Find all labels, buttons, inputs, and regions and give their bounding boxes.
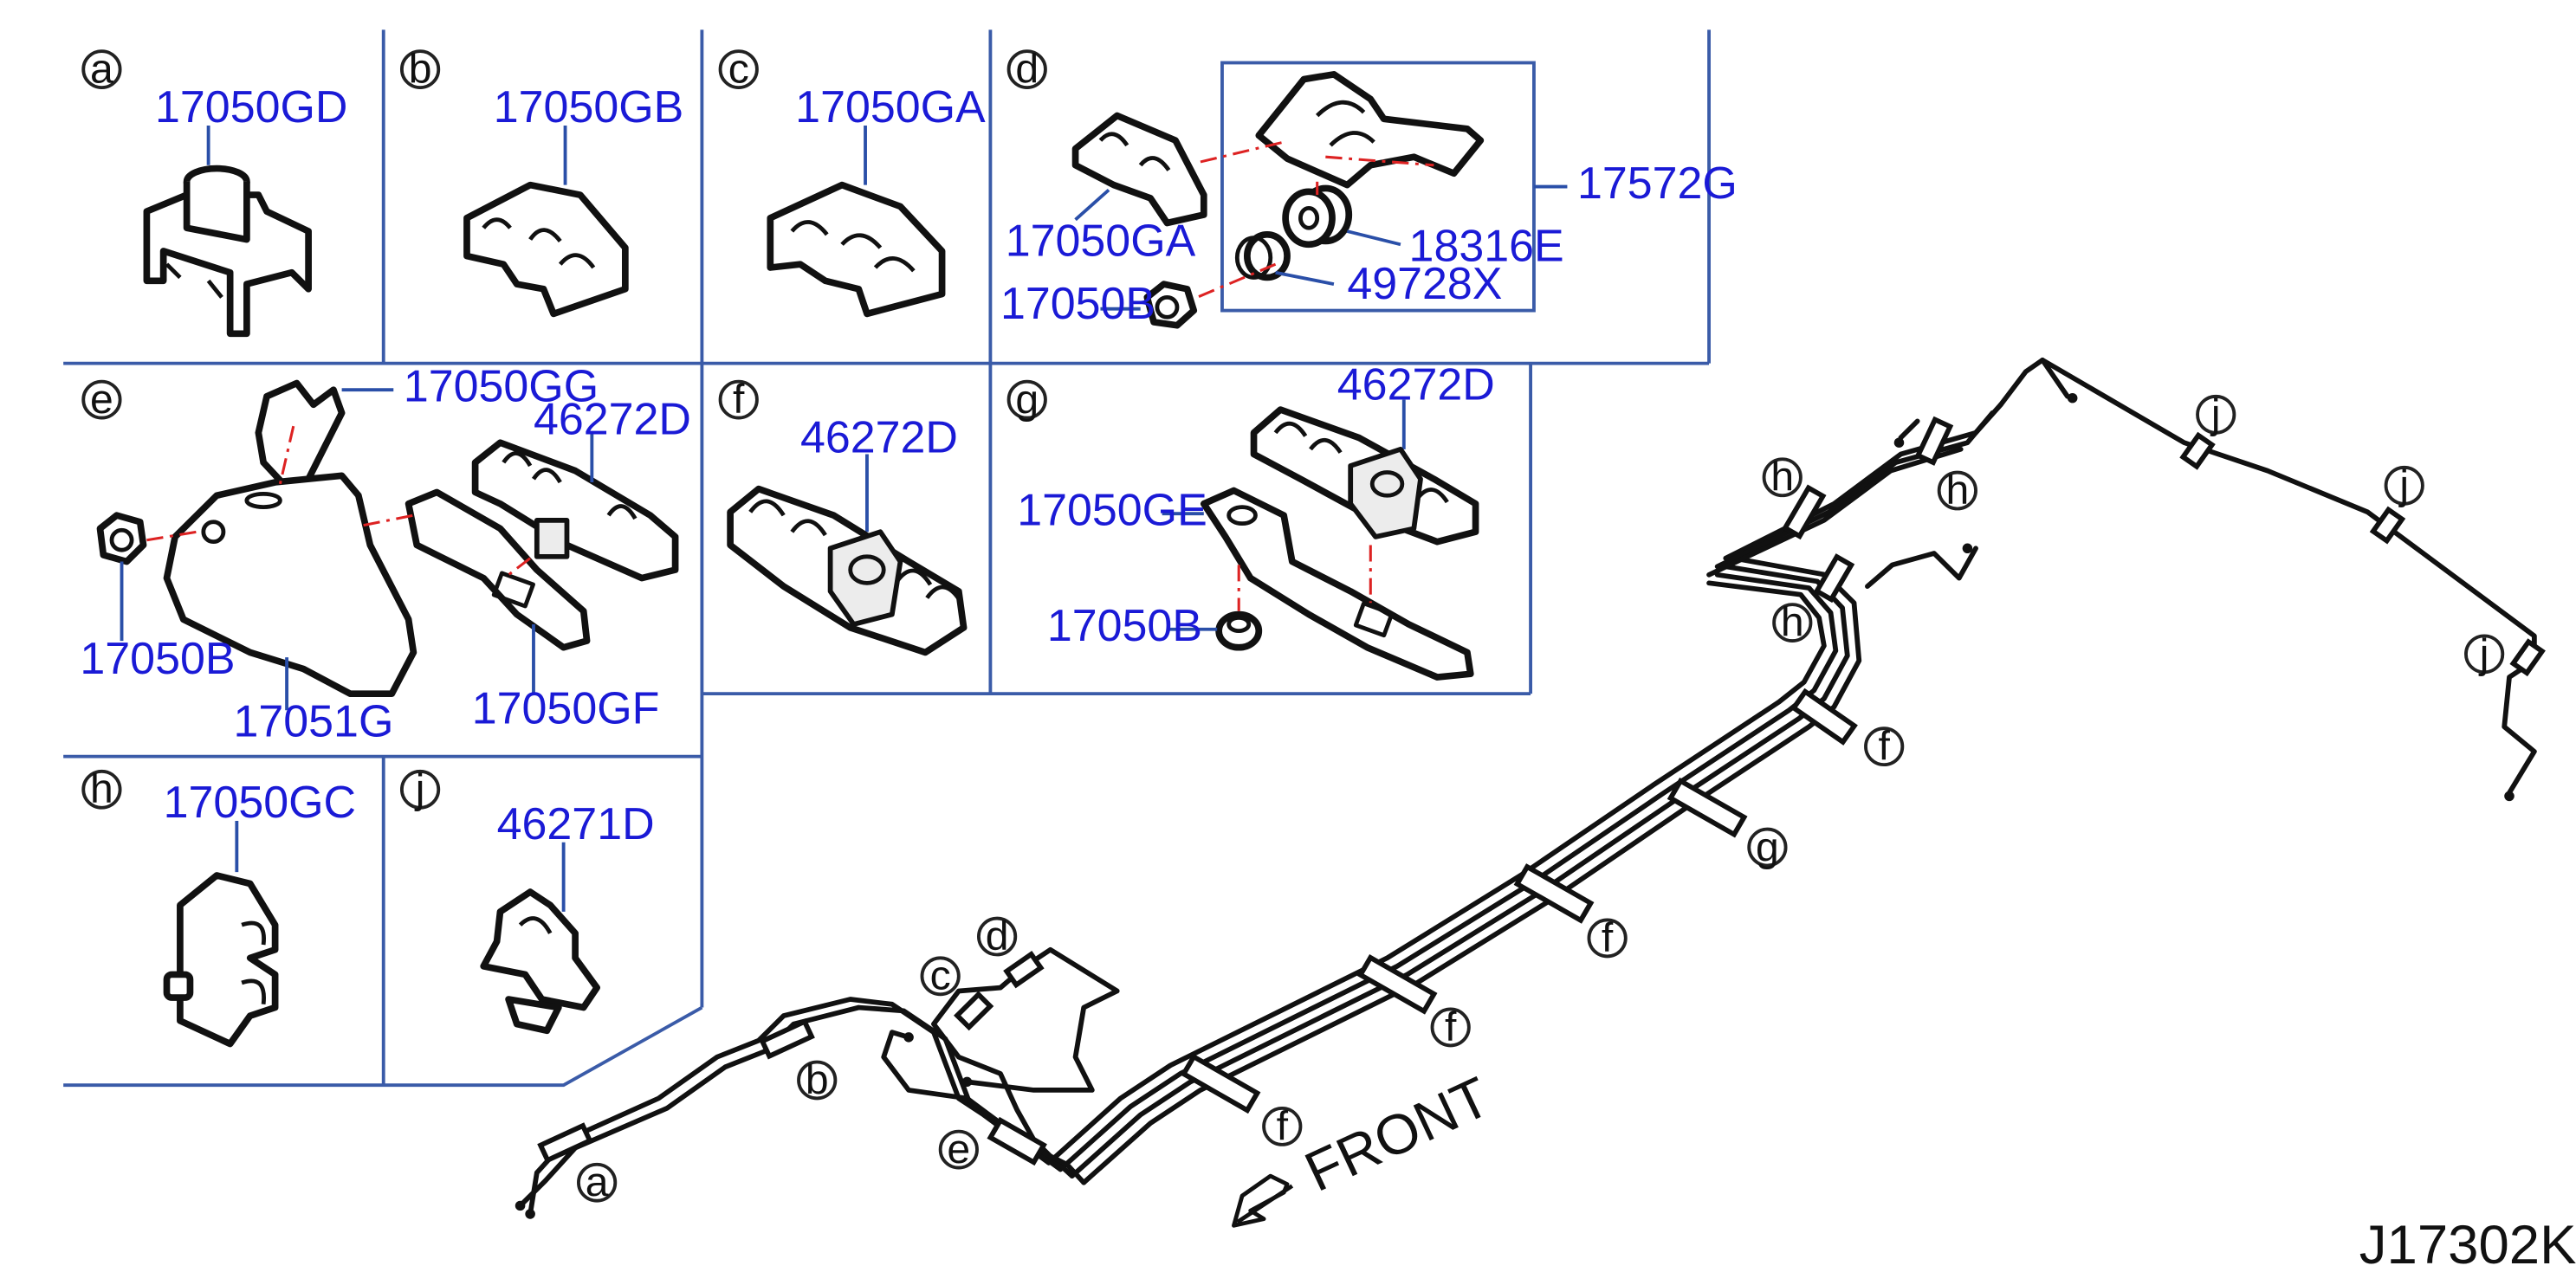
- svg-text:j: j: [2478, 631, 2489, 677]
- callout-j-2: j: [2384, 462, 2424, 508]
- part-label-17050GC: 17050GC: [164, 777, 356, 827]
- callout-e: e: [938, 1127, 979, 1172]
- svg-text:a: a: [90, 47, 113, 93]
- svg-text:j: j: [2398, 462, 2409, 508]
- callout-h-3: h: [1772, 600, 1813, 646]
- svg-text:a: a: [586, 1159, 609, 1205]
- callout-h-2: h: [1937, 468, 1977, 513]
- svg-text:j: j: [414, 766, 425, 812]
- svg-text:h: h: [1770, 455, 1794, 500]
- svg-text:f: f: [733, 377, 745, 423]
- part-17050GA-drawing: [767, 125, 946, 318]
- part-label-17050B-d: 17050B: [1000, 278, 1155, 328]
- svg-text:h: h: [1781, 600, 1804, 646]
- callout-j-1: j: [2196, 391, 2236, 437]
- part-label-46272D-f: 46272D: [800, 412, 958, 462]
- part-17050GD-drawing: [143, 125, 312, 338]
- part-label-17050GG: 17050GG: [404, 361, 599, 411]
- callout-f-4: f: [1864, 724, 1905, 770]
- part-group-d-drawing: [1071, 71, 1568, 329]
- callout-f-3: f: [1587, 915, 1628, 961]
- svg-text:j: j: [2210, 391, 2221, 437]
- panel-letter-d: d: [1006, 47, 1047, 93]
- svg-text:f: f: [1445, 1004, 1457, 1050]
- svg-text:g: g: [1756, 824, 1779, 870]
- part-label-46272D-g: 46272D: [1337, 359, 1495, 410]
- panel-letter-f: f: [718, 377, 759, 423]
- part-17050GC-drawing: [163, 821, 279, 1048]
- part-label-17050GA-c: 17050GA: [795, 81, 986, 132]
- panel-letter-c: c: [718, 47, 759, 93]
- panel-letter-g: g: [1006, 377, 1047, 423]
- part-label-17050B-g: 17050B: [1047, 600, 1202, 650]
- part-label-17572G: 17572G: [1577, 158, 1738, 208]
- callout-c: c: [920, 953, 961, 999]
- part-label-17050GE: 17050GE: [1017, 485, 1207, 535]
- svg-text:f: f: [1602, 915, 1614, 961]
- panel-letter-b: b: [399, 47, 441, 93]
- svg-text:f: f: [1878, 724, 1890, 770]
- part-label-17050GD: 17050GD: [155, 81, 347, 132]
- callout-a: a: [577, 1159, 618, 1205]
- part-label-17050GB: 17050GB: [494, 81, 684, 132]
- svg-text:d: d: [986, 914, 1009, 959]
- callout-d: d: [977, 914, 1018, 959]
- svg-text:h: h: [90, 766, 113, 812]
- svg-text:c: c: [728, 47, 749, 93]
- svg-text:g: g: [1015, 377, 1039, 423]
- part-label-17050GA-d: 17050GA: [1006, 216, 1196, 266]
- part-group-e-drawing: [96, 379, 679, 711]
- svg-text:e: e: [947, 1127, 970, 1172]
- diagram-code: J17302KD: [2359, 1215, 2576, 1275]
- svg-text:b: b: [409, 47, 432, 93]
- part-label-17051G: 17051G: [233, 696, 393, 746]
- callout-f-1: f: [1262, 1104, 1303, 1150]
- svg-text:f: f: [1277, 1104, 1289, 1150]
- svg-text:e: e: [90, 377, 113, 423]
- front-label: FRONT: [1296, 1065, 1499, 1204]
- svg-text:h: h: [1945, 468, 1969, 513]
- part-label-17050GF: 17050GF: [472, 683, 660, 733]
- part-label-17050B-e: 17050B: [80, 633, 235, 683]
- svg-text:b: b: [806, 1057, 829, 1103]
- panel-letter-h: h: [81, 766, 122, 812]
- part-label-46271D: 46271D: [497, 798, 655, 849]
- callout-j-3: j: [2464, 631, 2505, 677]
- callout-g: g: [1747, 824, 1788, 870]
- part-group-g-drawing: [1162, 399, 1479, 681]
- part-label-46272D-e: 46272D: [534, 394, 691, 444]
- part-46271D-drawing: [480, 842, 600, 1035]
- svg-text:d: d: [1015, 47, 1039, 93]
- panel-letter-e: e: [81, 377, 122, 423]
- callout-h-1: h: [1762, 455, 1803, 500]
- part-46272D-f-drawing: [727, 454, 968, 656]
- callout-b: b: [797, 1057, 838, 1103]
- part-label-18316E: 18316E: [1409, 221, 1564, 271]
- panel-letter-j: j: [399, 766, 441, 812]
- part-label-49728X: 49728X: [1347, 258, 1502, 308]
- panel-grid: [63, 29, 1711, 1088]
- part-17050GB-drawing: [463, 125, 629, 318]
- callout-f-2: f: [1430, 1004, 1471, 1050]
- panel-letter-a: a: [81, 47, 122, 93]
- brake-tube-assembly: [515, 357, 2546, 1219]
- svg-text:c: c: [930, 953, 951, 999]
- front-arrow-icon: [1232, 1173, 1294, 1228]
